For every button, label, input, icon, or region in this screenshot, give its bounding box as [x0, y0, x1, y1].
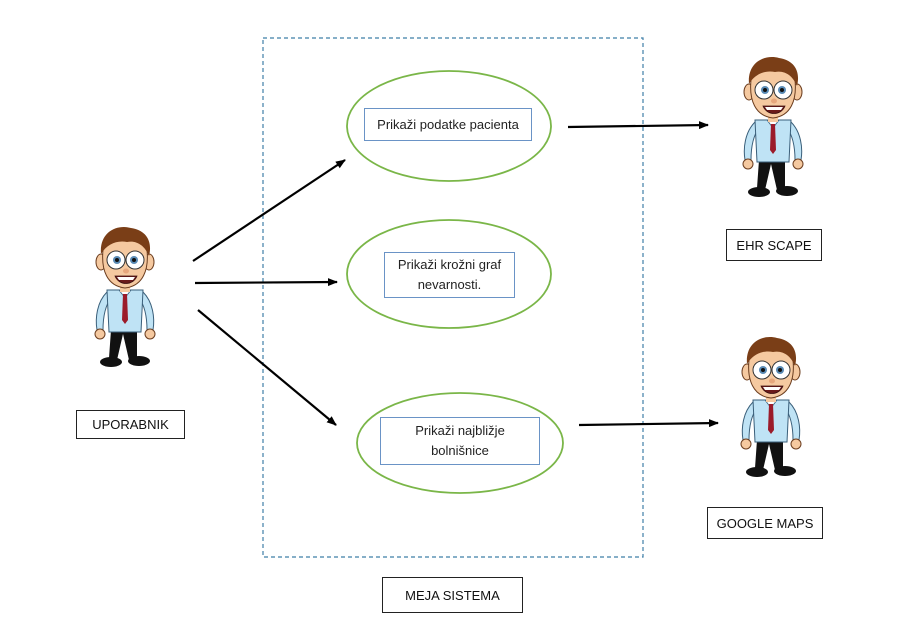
use-case-label-1: Prikaži podatke pacienta [364, 108, 532, 141]
arrow-user-to-uc2 [194, 278, 338, 287]
actor-user-figure [94, 226, 156, 368]
actor-ehr-label: EHR SCAPE [726, 229, 822, 261]
actor-user-label: UPORABNIK [76, 410, 185, 439]
arrow-user-to-uc1 [192, 159, 346, 262]
actor-ehr-figure [742, 56, 804, 198]
actor-maps-figure [740, 336, 802, 478]
use-case-label-3: Prikaži najbližje bolnišnice [380, 417, 540, 465]
system-boundary-label: MEJA SISTEMA [382, 577, 523, 613]
actor-maps-label: GOOGLE MAPS [707, 507, 823, 539]
system-boundary [262, 37, 644, 558]
arrow-user-to-uc3 [197, 309, 337, 426]
arrow-uc1-to-ehr [567, 121, 709, 130]
use-case-label-2: Prikaži krožni graf nevarnosti. [384, 252, 515, 298]
arrow-uc3-to-maps [578, 419, 719, 428]
